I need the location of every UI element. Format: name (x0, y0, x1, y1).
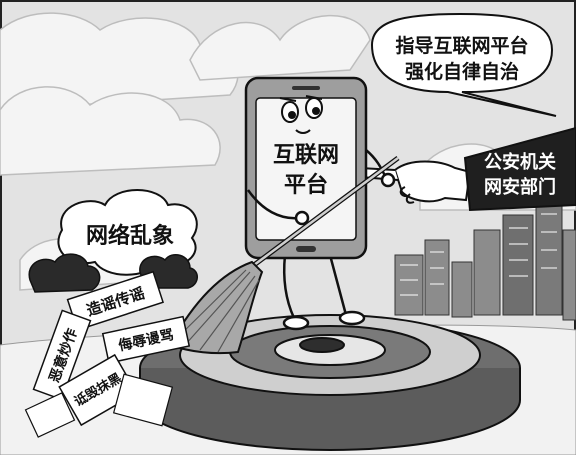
city-buildings (394, 199, 576, 321)
chaos-cloud (57, 189, 198, 276)
police-sign-line2: 网安部门 (484, 176, 556, 198)
phone-legs (282, 254, 366, 331)
police-sign (463, 126, 576, 212)
phone-screen-line1: 互联网 (273, 143, 339, 168)
phone-arms (246, 149, 396, 226)
chaos-cloud-label: 网络乱象 (86, 223, 174, 249)
phone-character (244, 76, 368, 260)
paper-insult (101, 315, 191, 364)
police-sign-line1: 公安机关 (484, 151, 556, 173)
blank-papers (24, 373, 174, 438)
broom (168, 155, 400, 355)
speech-bubble-line1: 指导互联网平台 (395, 34, 528, 57)
paper-hype (32, 309, 92, 401)
phone-face (279, 95, 323, 134)
speech-bubble-line2: 强化自律自治 (405, 60, 519, 83)
at-symbol-platform (139, 314, 521, 451)
building-windows (400, 213, 557, 296)
speech-bubble (370, 12, 557, 117)
paper-smear (58, 353, 138, 427)
phone-screen-line2: 平台 (284, 172, 328, 198)
